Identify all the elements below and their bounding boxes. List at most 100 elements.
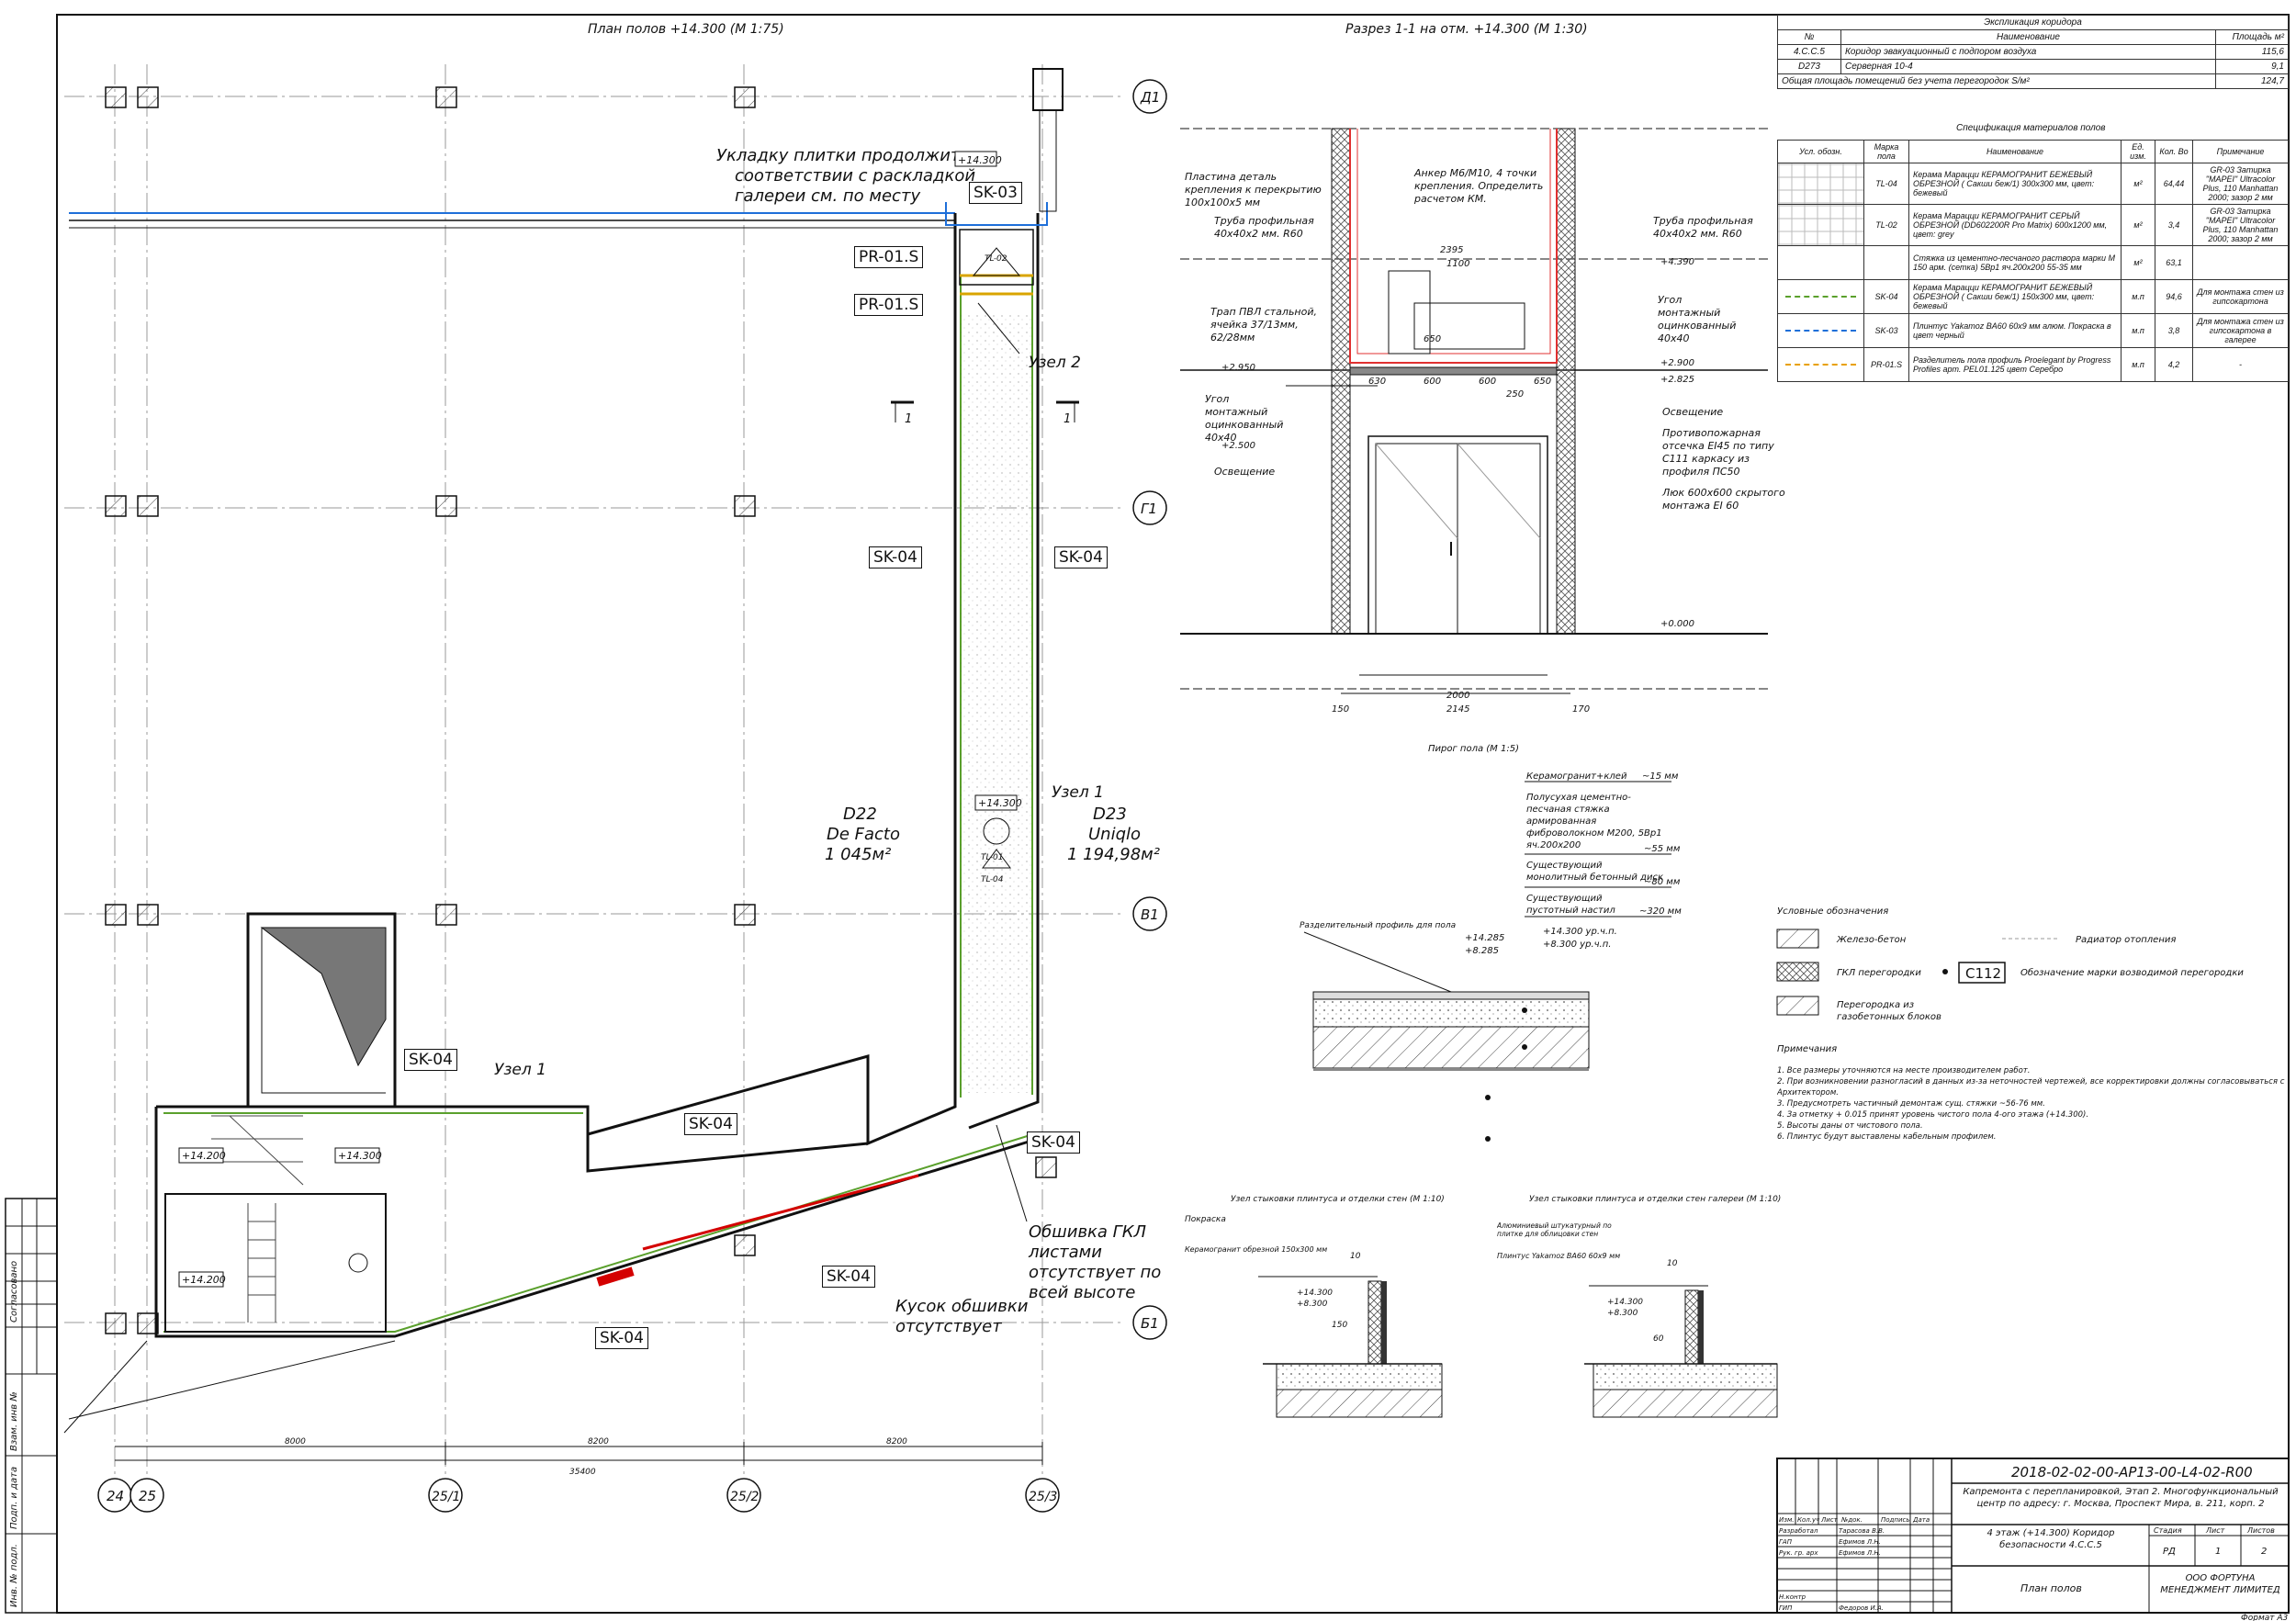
- notes-list: 1. Все размеры уточняются на месте произ…: [1777, 1066, 2285, 1142]
- detail-right-label-1: Алюминиевый штукатурный по плитке для об…: [1497, 1221, 1612, 1238]
- note-gkl-4: всей высоте: [1029, 1283, 1135, 1302]
- spec-row-symbol: [1777, 204, 1864, 246]
- explication-h-area: Площадь м²: [2215, 29, 2289, 45]
- dim-1: 8000: [285, 1437, 306, 1447]
- pie-layer-3-thick: ~80 мм: [1644, 877, 1681, 887]
- legend-partition-mark: Обозначение марки возводимой перегородки: [2020, 967, 2244, 978]
- section-fire-3: С111 каркасу из: [1662, 453, 1750, 465]
- spec-row-unit: м²: [2121, 245, 2155, 280]
- sec-mark-4390: +4.390: [1660, 257, 1694, 267]
- detail-left-dim-1: 10: [1350, 1252, 1361, 1261]
- detail-right-mark-2: +8.300: [1607, 1309, 1638, 1318]
- spec-row-name: Керама Марацци КЕРАМОГРАНИТ БЕЖЕВЫЙ ОБРЕ…: [1908, 279, 2122, 314]
- level-mark-stair-c: +14.200: [182, 1274, 226, 1286]
- shop-left-area: 1 045м²: [825, 845, 891, 864]
- spec-row-unit: м.п: [2121, 347, 2155, 382]
- spec-row-note: -: [2192, 347, 2289, 382]
- explication-h-name: Наименование: [1840, 29, 2216, 45]
- spec-row-symbol: [1777, 279, 1864, 314]
- detail-right-drawing: [1584, 1285, 1778, 1418]
- spec-row-mark: TL-02: [1863, 204, 1909, 246]
- section-fire-4: профиля ПС50: [1662, 466, 1740, 478]
- tl-02-label: TL-02: [985, 254, 1007, 264]
- axis-24: 24: [107, 1488, 124, 1504]
- lower-corridor: [154, 247, 1039, 1338]
- shop-right-name: Uniqlo: [1088, 825, 1141, 844]
- floor-pie-title: Пирог пола (М 1:5): [1428, 744, 1519, 754]
- level-mark-mid: +14.300: [978, 797, 1022, 809]
- stamp-role-4: Н.контр: [1779, 1593, 1806, 1601]
- tag-pr01-bottom: PR-01.S: [854, 294, 924, 316]
- section-angle-left-2: монтажный: [1205, 406, 1267, 418]
- section-angle-right-2: монтажный: [1658, 307, 1720, 319]
- stamp-sheets: 2: [2261, 1547, 2267, 1557]
- sec-dim-150: 150: [1332, 704, 1349, 715]
- axis-25: 25: [139, 1488, 156, 1504]
- tag-sk04-right: SK-04: [1054, 546, 1108, 568]
- section-pipe-right-1: Труба профильная: [1653, 215, 1753, 227]
- pie-mark-4: +8.300 ур.ч.п.: [1543, 940, 1611, 950]
- sec-dim-630: 630: [1368, 377, 1386, 387]
- axis-25-1: 25/1: [432, 1490, 460, 1504]
- stamp-code: 2018-02-02-00-АР13-00-L4-02-R00: [2011, 1464, 2253, 1480]
- spec-table: Усл. обозн. Марка пола Наименование Ед. …: [1777, 140, 2289, 382]
- axis-b1: Б1: [1141, 1315, 1159, 1332]
- level-mark-top: +14.300: [958, 154, 1002, 166]
- sec-dim-2395: 2395: [1440, 245, 1463, 255]
- spec-h-sym: Усл. обозн.: [1777, 140, 1864, 163]
- gallery-edge: [69, 212, 955, 229]
- dim-total: 35400: [569, 1468, 596, 1477]
- shop-left-code: D22: [843, 805, 877, 824]
- stamp-format: Формат А3: [2241, 1614, 2289, 1621]
- spec-row-note: GR-03 Затирка "MAPEI" Ultracolor Plus, 1…: [2192, 204, 2289, 246]
- detail-right-title: Узел стыковки плинтуса и отделки стен га…: [1529, 1195, 1781, 1204]
- stamp-person-5: Федоров И.А.: [1839, 1604, 1884, 1612]
- section-light-right: Освещение: [1662, 406, 1723, 418]
- sec-dim-2000: 2000: [1446, 691, 1469, 701]
- spec-row-line-swatch: [1785, 364, 1856, 366]
- sec-dim-650: 650: [1424, 334, 1441, 344]
- stamp-role-2: Рук. гр. арх: [1779, 1549, 1818, 1557]
- spec-row-unit: м²: [2121, 163, 2155, 205]
- sec-mark-2825: +2.825: [1660, 375, 1694, 385]
- drain-icon: [983, 817, 1010, 845]
- detail-left-mark-1: +14.300: [1297, 1289, 1333, 1298]
- section-hatch-1: Люк 600х600 скрытого: [1661, 487, 1785, 499]
- explication-table: Экспликация коридора № Наименование Площ…: [1777, 15, 2289, 89]
- pie-layer-2: Полусухая цементно-песчаная стяжка армир…: [1526, 793, 1662, 850]
- legend-title: Условные обозначения: [1777, 906, 1888, 917]
- side-stamp: Согласовано Взам. инв № Подп. и дата Инв…: [5, 1198, 58, 1614]
- detail-left-label-2: Керамогранит обрезной 150х300 мм: [1185, 1245, 1327, 1254]
- spec-row-mark: SK-03: [1863, 313, 1909, 348]
- spec-row-symbol: [1777, 163, 1864, 205]
- shop-right-code: D23: [1093, 805, 1127, 824]
- detail-left-title: Узел стыковки плинтуса и отделки стен (М…: [1231, 1195, 1445, 1204]
- title-block: [1776, 1458, 2290, 1614]
- spec-row-qty: 63,1: [2155, 245, 2193, 280]
- section-light-left: Освещение: [1214, 466, 1275, 478]
- spec-row-symbol: [1777, 347, 1864, 382]
- shop-right-area: 1 194,98м²: [1067, 845, 1160, 864]
- note-tile-2: соответствии с раскладкой: [735, 166, 975, 186]
- columns: [105, 86, 1057, 1334]
- sec-dim-170: 170: [1572, 704, 1590, 715]
- grid-axes: [64, 64, 1120, 1479]
- stamp-stage: РД: [2163, 1547, 2176, 1557]
- spec-row-symbol: [1777, 245, 1864, 280]
- tag-sk03: SK-03: [969, 182, 1022, 204]
- stamp-drawing: План полов: [2020, 1582, 2082, 1594]
- side-stamp-replace: Взам. инв №: [9, 1391, 19, 1451]
- spec-row-mark: TL-04: [1863, 163, 1909, 205]
- stamp-col-3: №док.: [1840, 1516, 1863, 1524]
- detail-left-dim-2: 150: [1332, 1321, 1347, 1330]
- section-plate-3: 100х100х5 мм: [1185, 197, 1260, 208]
- spec-h-name: Наименование: [1908, 140, 2122, 163]
- spec-row-line-swatch: [1785, 330, 1856, 332]
- spec-row-name: Стяжка из цементно-песчаного раствора ма…: [1908, 245, 2122, 280]
- explication-total-label: Общая площадь помещений без учета перего…: [1777, 73, 2216, 89]
- axis-g1: Г1: [1141, 501, 1157, 517]
- floor-pie-drawing: [1303, 931, 1590, 1142]
- explication-title: Экспликация коридора: [1777, 15, 2289, 30]
